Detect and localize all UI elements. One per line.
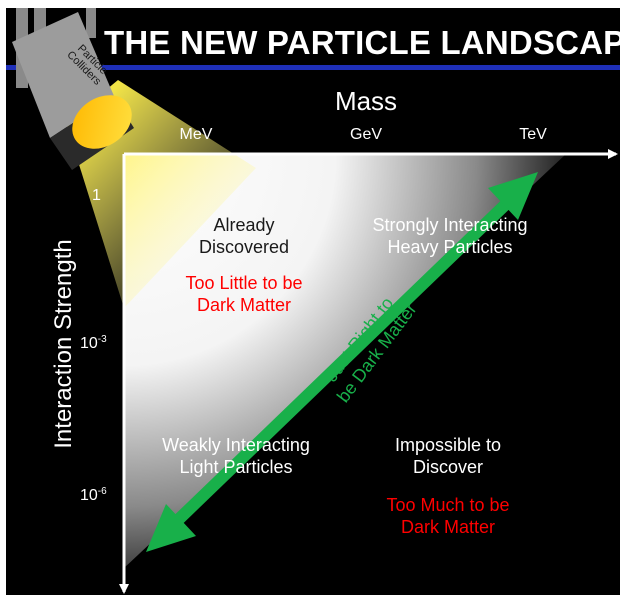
- region-already-discovered: Already Discovered: [198, 215, 290, 257]
- title-rule: [6, 65, 620, 70]
- y-tick-label: 10-3: [80, 334, 107, 352]
- double-headed-arrow-icon: [146, 172, 538, 552]
- y-axis-title: Interaction Strength: [50, 239, 77, 449]
- note-too-much: Too Much to be Dark Matter: [386, 495, 510, 537]
- x-tick-label: MeV: [179, 126, 213, 143]
- page-title: THE NEW PARTICLE LANDSCAPE: [104, 24, 620, 61]
- x-tick-label: GeV: [349, 126, 383, 143]
- landscape-graphic: [6, 8, 620, 594]
- y-tick-label: 10-6: [80, 486, 107, 504]
- slide: THE NEW PARTICLE LANDSCAPE Particle Coll…: [6, 8, 620, 595]
- y-tick-label: 1: [92, 187, 101, 204]
- x-axis-title: Mass: [334, 86, 398, 116]
- note-too-little: Too Little to be Dark Matter: [185, 273, 303, 315]
- region-strongly-interacting: Strongly Interacting Heavy Particles: [372, 215, 528, 257]
- stage-spotlight-icon: [12, 8, 134, 170]
- region-weakly-interacting: Weakly Interacting Light Particles: [162, 435, 310, 477]
- region-impossible-to-discover: Impossible to Discover: [394, 435, 502, 477]
- x-tick-label: TeV: [519, 126, 547, 143]
